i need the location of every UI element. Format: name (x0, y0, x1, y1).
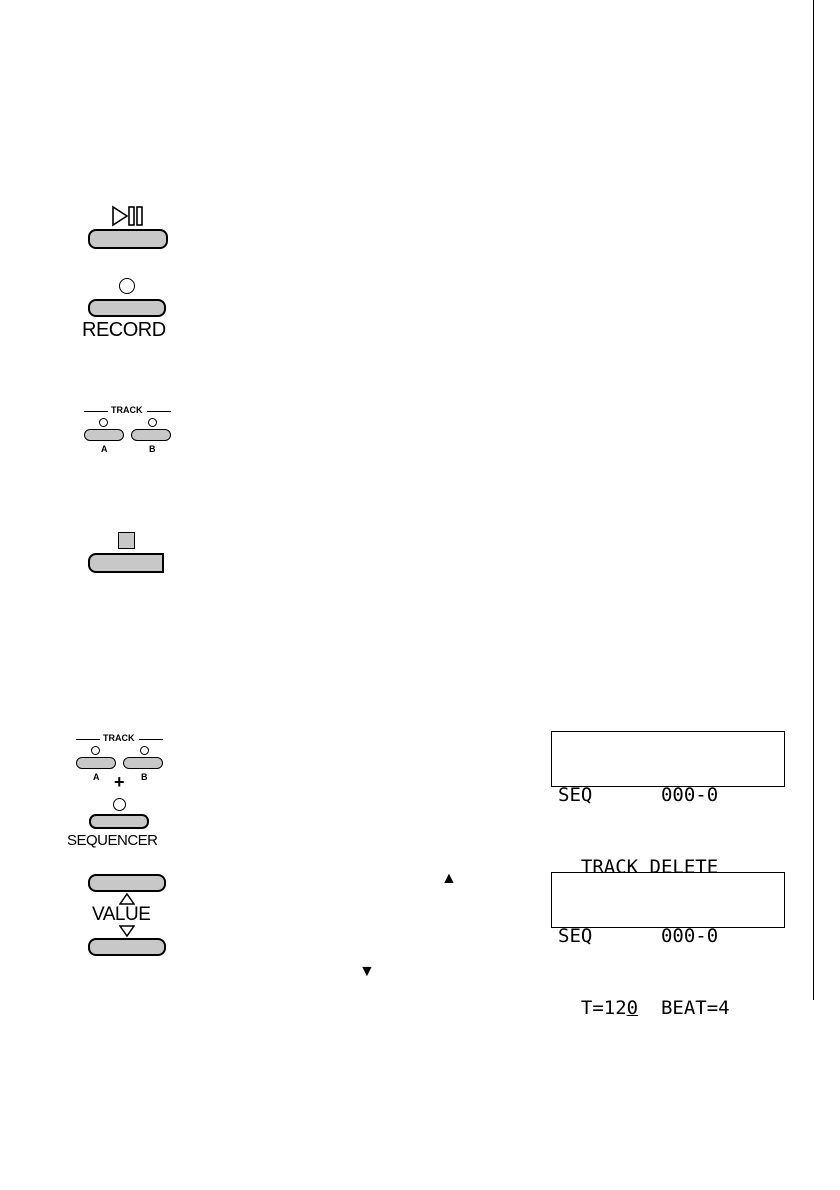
track-b-label: B (149, 444, 156, 454)
track-a-led-icon (91, 746, 100, 755)
track-b-label: B (141, 772, 148, 782)
sequencer-key[interactable]: SEQUENCER (65, 796, 175, 851)
track-b-button[interactable] (131, 429, 171, 441)
track-header: TRACK (111, 405, 143, 415)
track-b-led-icon (148, 418, 157, 427)
value-down-button[interactable] (88, 938, 166, 956)
lcd-line-1: SEQ 000-0 (558, 784, 719, 806)
page-edge-line (813, 0, 814, 1000)
value-up-icon (119, 893, 135, 905)
value-label: VALUE (92, 904, 151, 925)
down-arrow-icon: ▼ (359, 963, 375, 980)
lcd-cursor-digit: 0 (626, 997, 639, 1019)
sequencer-label: SEQUENCER (67, 832, 158, 849)
track-header: TRACK (103, 733, 135, 743)
track-buttons-group-2: TRACK A B (72, 733, 172, 783)
lcd-display-tempo: SEQ 000-0 T=120 BEAT=4 (551, 872, 785, 1019)
lcd-line-1: SEQ 000-0 (558, 925, 719, 947)
track-a-led-icon (99, 418, 108, 427)
track-header-line-right (147, 411, 171, 412)
track-a-button[interactable] (84, 429, 124, 441)
up-arrow-icon: ▲ (441, 870, 457, 887)
record-key[interactable]: RECORD (82, 275, 177, 345)
record-button[interactable] (88, 299, 166, 317)
track-a-label: A (101, 444, 108, 454)
value-down-icon (119, 925, 135, 937)
track-buttons-group: TRACK A B (80, 405, 180, 455)
value-keys[interactable]: VALUE (84, 872, 174, 962)
track-a-label: A (93, 772, 100, 782)
lcd-display-track-delete: SEQ 000-0 TRACK DELETE (551, 731, 785, 878)
play-pause-button[interactable] (88, 229, 168, 249)
track-header-line-left (76, 739, 100, 740)
track-b-led-icon (140, 746, 149, 755)
lcd-line-2: T=120 BEAT=4 (558, 996, 778, 1020)
record-led-icon (119, 278, 135, 294)
play-pause-icon (112, 205, 143, 227)
sequencer-led-icon (113, 798, 126, 811)
track-b-button[interactable] (123, 757, 163, 769)
lcd-tempo-prefix: T=12 (558, 997, 627, 1019)
track-a-button[interactable] (76, 757, 116, 769)
lcd-beat-text: BEAT=4 (638, 997, 730, 1019)
record-label: RECORD (82, 319, 166, 341)
stop-icon (118, 532, 135, 549)
sequencer-button[interactable] (89, 814, 149, 829)
value-up-button[interactable] (88, 874, 166, 892)
track-header-line-right (139, 739, 163, 740)
play-pause-key[interactable] (88, 205, 168, 250)
plus-sign: + (114, 772, 125, 792)
track-header-line-left (84, 411, 108, 412)
stop-button[interactable] (88, 553, 164, 573)
stop-key[interactable] (88, 530, 168, 575)
